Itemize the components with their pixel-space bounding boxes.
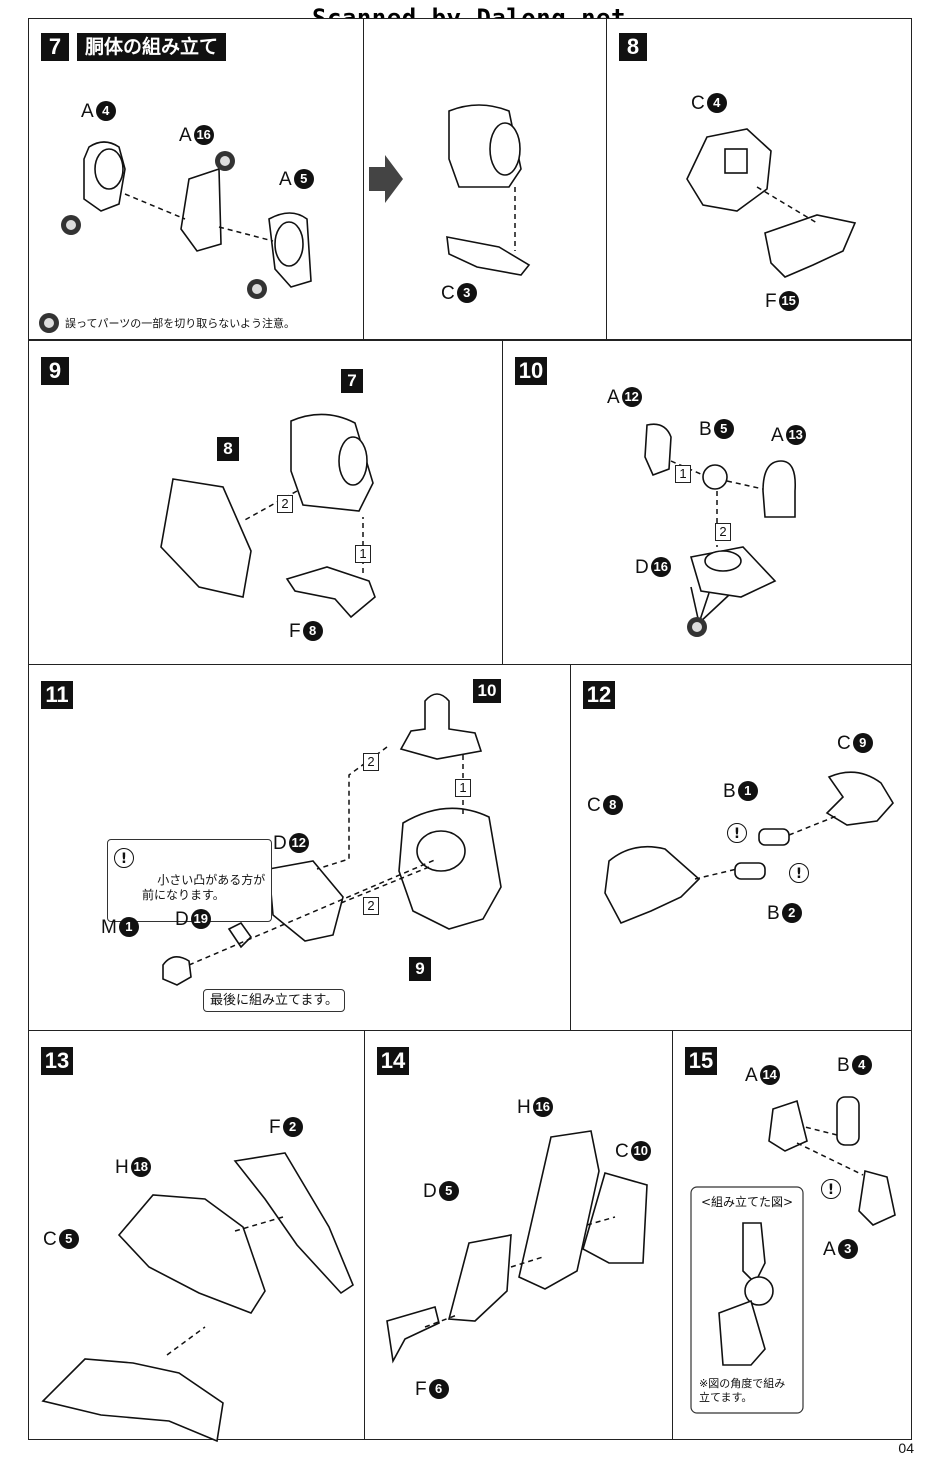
ref-step-7: 7 bbox=[341, 369, 363, 393]
order-box-2: 2 bbox=[363, 753, 379, 771]
step-7-title: 胴体の組み立て bbox=[77, 33, 227, 61]
cut-warning-icon bbox=[215, 151, 235, 171]
step-14-number: 14 bbox=[377, 1047, 409, 1075]
ref-step-10: 10 bbox=[473, 679, 501, 703]
order-box-1: 1 bbox=[355, 545, 371, 563]
page-number: 04 bbox=[898, 1440, 914, 1456]
step-9-diagram bbox=[160, 413, 376, 619]
cut-warning-icon bbox=[39, 313, 59, 333]
step-14-diagram bbox=[386, 1130, 648, 1364]
step-7-diagram bbox=[83, 104, 531, 288]
caution-icon: ! bbox=[789, 863, 809, 883]
caution-icon: ! bbox=[727, 823, 747, 843]
step-15-number: 15 bbox=[685, 1047, 717, 1075]
order-box-1: 1 bbox=[455, 779, 471, 797]
step-7-number: 7 bbox=[41, 33, 69, 61]
step-13-number: 13 bbox=[41, 1047, 73, 1075]
cut-warning-icon bbox=[247, 279, 267, 299]
step-13-diagram bbox=[41, 1152, 354, 1443]
step-10-diagram bbox=[644, 423, 797, 624]
step-12-diagram bbox=[604, 771, 894, 925]
orientation-callout: ! 小さい凸がある方が 前になります。 bbox=[107, 839, 273, 922]
cut-warning-icon bbox=[687, 617, 707, 637]
caution-icon: ! bbox=[821, 1179, 841, 1199]
step-8-number: 8 bbox=[619, 33, 647, 61]
step-10-number: 10 bbox=[515, 357, 547, 385]
ref-step-8: 8 bbox=[217, 437, 239, 461]
order-box-2: 2 bbox=[277, 495, 293, 513]
order-box-2: 2 bbox=[363, 897, 379, 915]
assembled-view-title: <組み立てた図> bbox=[701, 1195, 794, 1209]
step-9-number: 9 bbox=[41, 357, 69, 385]
step-12-number: 12 bbox=[583, 681, 615, 709]
step-11-number: 11 bbox=[41, 681, 73, 709]
caution-icon: ! bbox=[114, 848, 134, 868]
ref-step-9: 9 bbox=[409, 957, 431, 981]
step-7-caution-note: 誤ってパーツの一部を切り取らないよう注意。 bbox=[65, 317, 296, 330]
step-8-diagram bbox=[686, 128, 857, 278]
step-7-divider bbox=[363, 19, 364, 339]
step-15-diagram bbox=[690, 1096, 896, 1414]
order-box-1: 1 bbox=[675, 465, 691, 483]
step-11-diagram bbox=[162, 693, 502, 986]
order-box-2: 2 bbox=[715, 523, 731, 541]
assembled-view-note: ※図の角度で組み 立てます。 bbox=[699, 1377, 786, 1404]
cut-warning-icon bbox=[61, 215, 81, 235]
final-assembly-note: 最後に組み立てます。 bbox=[203, 989, 346, 1012]
